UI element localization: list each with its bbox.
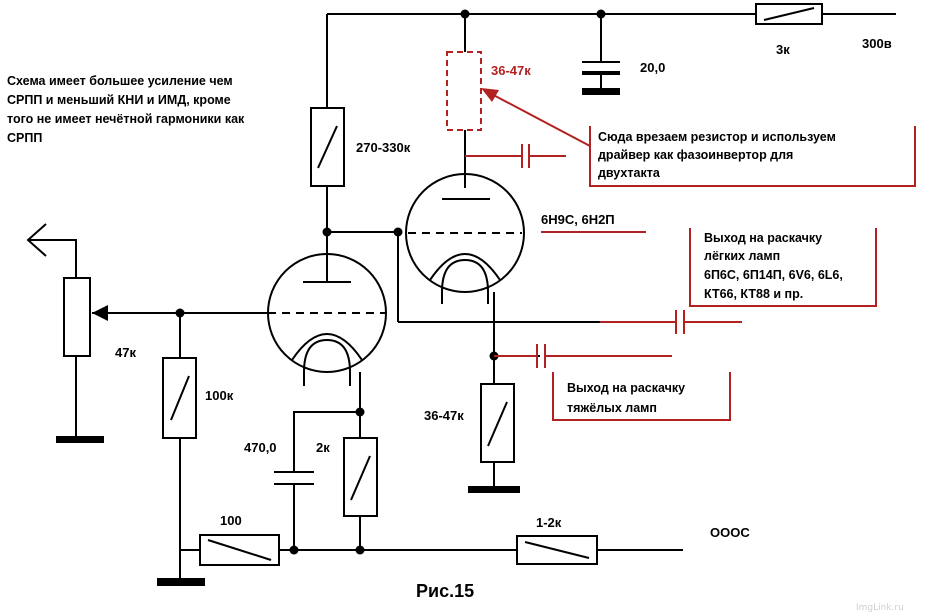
callout-heavy-line-1: Выход на раскачку <box>567 381 685 395</box>
bottom-feedback-line <box>180 534 683 566</box>
watermark: ImgLink.ru <box>856 603 904 613</box>
figure-caption: Рис.15 <box>416 581 474 601</box>
callout-insert-line-3: двухтакта <box>598 166 661 180</box>
callout-insert-frame <box>589 126 916 187</box>
interstage-wiring <box>322 227 675 323</box>
cathode-capacitor <box>274 471 314 550</box>
phase-split-tap <box>465 144 566 168</box>
feedback-label: ОООС <box>710 525 750 540</box>
light-output-capacitor <box>600 310 742 334</box>
callout-insert-line-1: Сюда врезаем резистор и используем <box>598 130 836 144</box>
description-line-2: СРПП и меньший КНИ и ИМД, кроме <box>7 93 231 107</box>
lower-cathode-resistor <box>468 383 520 493</box>
lower-resistor-label: 36-47к <box>424 408 464 423</box>
callout-arrow <box>481 88 591 147</box>
description-line-4: СРПП <box>7 131 42 145</box>
grid-resistor <box>157 357 205 586</box>
feedback-resistor-label: 1-2к <box>536 515 562 530</box>
callout-heavy-frame <box>552 372 731 421</box>
callout-insert-line-2: драйвер как фазоинвертор для <box>598 148 793 162</box>
supply-resistor <box>755 3 823 25</box>
callout-light-line-4: КТ66, КТ88 и пр. <box>704 287 803 301</box>
supply-voltage-label: 300в <box>862 36 892 51</box>
supply-rail <box>326 9 896 108</box>
callout-light-frame <box>689 228 877 307</box>
input-potentiometer <box>26 223 108 443</box>
cathode-resistor-label: 2к <box>316 440 330 455</box>
callout-light-line-3: 6П6С, 6П14П, 6V6, 6L6, <box>704 268 843 282</box>
grid-resistor-label: 100к <box>205 388 234 403</box>
description-line-3: того не имеет нечётной гармоники как <box>7 112 245 126</box>
insert-resistor <box>446 14 482 188</box>
callout-light-line-1: Выход на раскачку <box>704 231 822 245</box>
upper-tube <box>405 173 525 304</box>
callout-heavy-line-2: тяжёлых ламп <box>567 401 657 415</box>
upper-cathode-wiring <box>489 292 540 384</box>
potentiometer-label: 47к <box>115 345 136 360</box>
input-grid-wiring <box>92 308 268 358</box>
tube-type-label: 6Н9С, 6Н2П <box>541 212 615 227</box>
cathode-wiring <box>293 372 365 472</box>
filter-capacitor <box>582 14 620 95</box>
anode-resistor-label: 270-330к <box>356 140 411 155</box>
anode-resistor <box>310 107 345 232</box>
filter-capacitor-label: 20,0 <box>640 60 665 75</box>
callout-light-line-2: лёгких ламп <box>704 249 780 263</box>
bottom-resistor-label: 100 <box>220 513 242 528</box>
heavy-output-capacitor <box>494 344 672 368</box>
cathode-capacitor-label: 470,0 <box>244 440 277 455</box>
cathode-resistor <box>343 437 378 550</box>
supply-resistor-label: 3к <box>776 42 790 57</box>
insert-resistor-label: 36-47к <box>491 63 531 78</box>
description-line-1: Схема имеет большее усиление чем <box>7 74 233 88</box>
